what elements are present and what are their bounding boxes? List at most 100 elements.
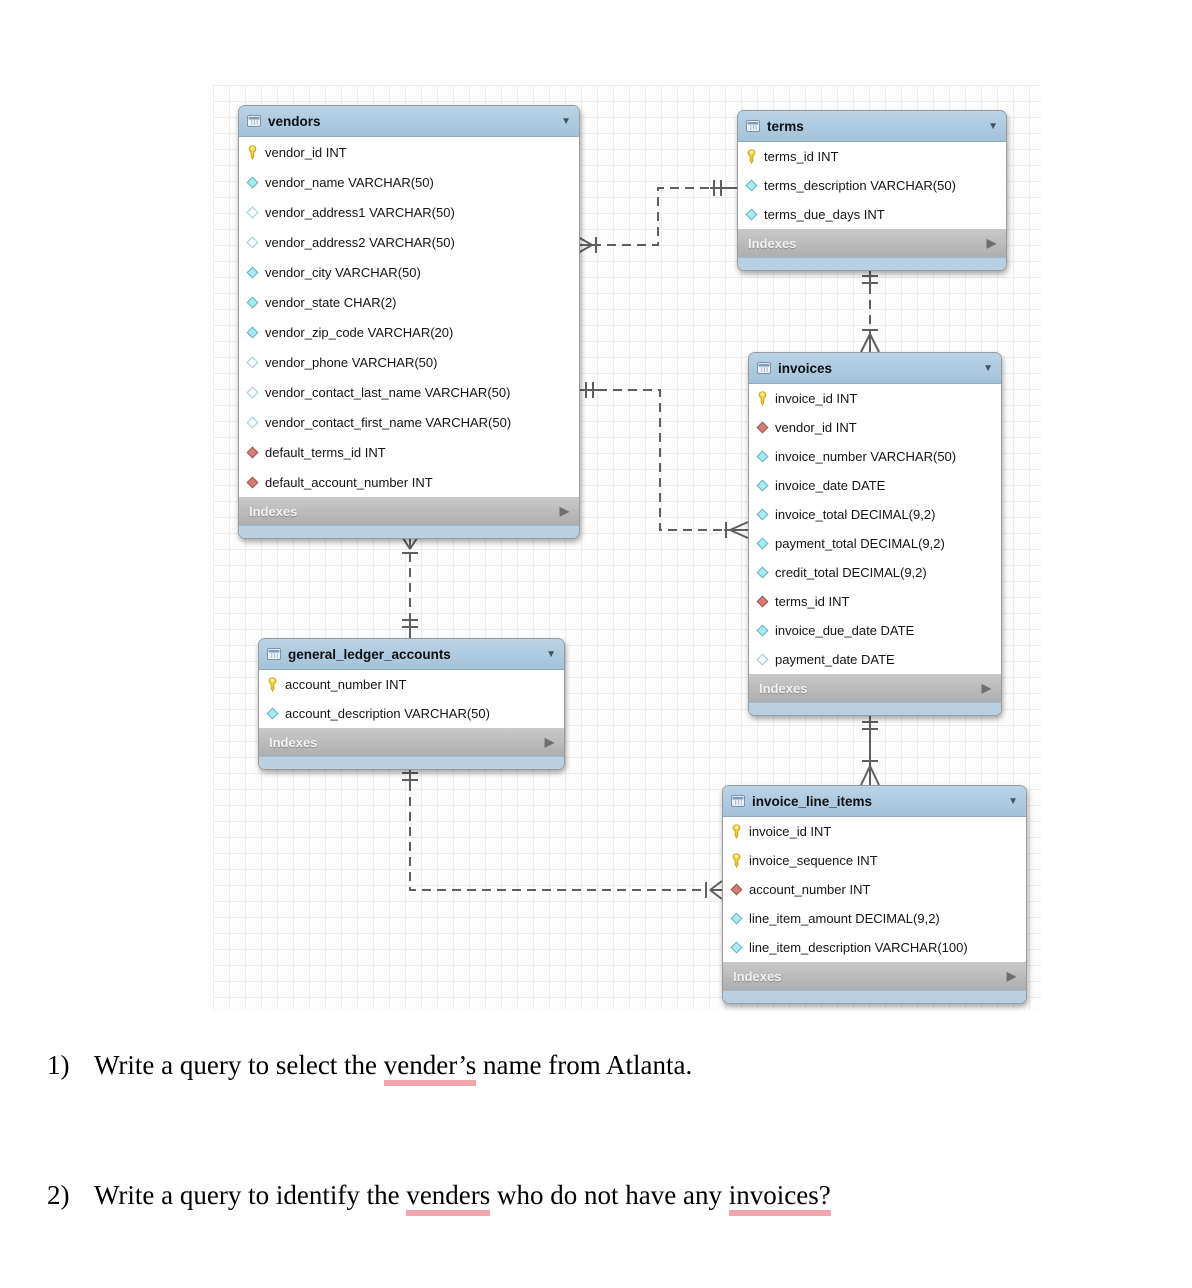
table-header[interactable]: invoices ▼ <box>749 353 1001 384</box>
column-row[interactable]: vendor_phone VARCHAR(50) <box>239 347 579 377</box>
column-row[interactable]: default_terms_id INT <box>239 437 579 467</box>
column-label: invoice_date DATE <box>775 478 886 493</box>
underlined-word: vender’s <box>383 1050 477 1086</box>
table-title: vendors <box>268 113 321 129</box>
column-row[interactable]: invoice_id INT <box>749 384 1001 413</box>
foreign-key-icon <box>755 595 769 608</box>
expand-arrow-icon[interactable]: ▶ <box>544 735 554 749</box>
column-row[interactable]: terms_due_days INT <box>738 200 1006 229</box>
one-bars-icon <box>402 616 418 638</box>
column-row[interactable]: invoice_id INT <box>723 817 1026 846</box>
column-label: vendor_city VARCHAR(50) <box>265 264 421 280</box>
indexes-row[interactable]: Indexes ▶ <box>239 497 579 525</box>
table-terms[interactable]: terms ▼ terms_id INT terms_description VA… <box>737 110 1007 271</box>
column-row[interactable]: vendor_address1 VARCHAR(50) <box>239 197 579 227</box>
foreign-key-icon <box>245 445 259 459</box>
column-label: account_number INT <box>285 677 407 692</box>
relationship-general-ledger-accounts-invoice-line-items[interactable] <box>402 766 723 900</box>
table-general-ledger-accounts[interactable]: general_ledger_accounts ▼ account_number… <box>258 638 565 770</box>
table-invoice-line-items[interactable]: invoice_line_items ▼ invoice_id INT invoi… <box>722 785 1027 1004</box>
indexes-row[interactable]: Indexes ▶ <box>259 728 564 756</box>
chevron-down-icon[interactable]: ▼ <box>561 115 571 127</box>
column-label: line_item_amount DECIMAL(9,2) <box>749 911 940 926</box>
crow-foot-many-icon <box>577 236 597 254</box>
indexes-row[interactable]: Indexes ▶ <box>749 674 1001 702</box>
chevron-down-icon[interactable]: ▼ <box>1008 795 1018 807</box>
column-row[interactable]: invoice_total DECIMAL(9,2) <box>749 500 1001 529</box>
column-label: account_number INT <box>749 882 871 897</box>
indexes-row[interactable]: Indexes ▶ <box>723 962 1026 990</box>
column-row[interactable]: vendor_name VARCHAR(50) <box>239 167 579 197</box>
column-icon <box>729 941 743 954</box>
column-row[interactable]: account_number INT <box>723 875 1026 904</box>
chevron-down-icon[interactable]: ▼ <box>983 362 993 374</box>
foreign-key-icon <box>729 883 743 896</box>
column-label: terms_id INT <box>775 594 850 609</box>
relationship-line[interactable] <box>409 782 704 891</box>
column-row[interactable]: payment_date DATE <box>749 645 1001 674</box>
expand-arrow-icon[interactable]: ▶ <box>1006 969 1016 983</box>
column-row[interactable]: credit_total DECIMAL(9,2) <box>749 558 1001 587</box>
column-label: invoice_sequence INT <box>749 853 878 868</box>
column-row[interactable]: account_number INT <box>259 670 564 699</box>
column-row[interactable]: vendor_id INT <box>239 137 579 167</box>
column-label: invoice_id INT <box>775 391 858 406</box>
column-icon <box>755 537 769 550</box>
primary-key-icon <box>755 391 769 406</box>
column-row[interactable]: default_account_number INT <box>239 467 579 497</box>
relationship-vendors-invoices[interactable] <box>578 382 749 539</box>
table-header[interactable]: invoice_line_items ▼ <box>723 786 1026 817</box>
chevron-down-icon[interactable]: ▼ <box>546 648 556 660</box>
crow-foot-many-icon <box>400 534 420 554</box>
column-icon <box>744 179 758 192</box>
relationship-vendors-general-ledger-accounts[interactable] <box>400 534 420 638</box>
column-row[interactable]: vendor_contact_last_name VARCHAR(50) <box>239 377 579 407</box>
table-invoices[interactable]: invoices ▼ invoice_id INT vendor_id INT in… <box>748 352 1002 716</box>
table-icon <box>757 361 771 375</box>
column-row[interactable]: vendor_city VARCHAR(50) <box>239 257 579 287</box>
column-label: vendor_id INT <box>775 420 857 435</box>
chevron-down-icon[interactable]: ▼ <box>988 120 998 132</box>
column-nullable-icon <box>755 653 769 666</box>
column-label: vendor_state CHAR(2) <box>265 294 397 310</box>
table-header[interactable]: general_ledger_accounts ▼ <box>259 639 564 670</box>
column-label: invoice_id INT <box>749 824 832 839</box>
column-row[interactable]: invoice_due_date DATE <box>749 616 1001 645</box>
column-row[interactable]: vendor_address2 VARCHAR(50) <box>239 227 579 257</box>
column-label: terms_id INT <box>764 149 839 164</box>
question-body: Write a query to identify the venders wh… <box>94 1180 831 1216</box>
relationship-invoices-invoice-line-items[interactable] <box>860 712 880 786</box>
relationship-line[interactable] <box>592 187 710 246</box>
column-label: payment_total DECIMAL(9,2) <box>775 536 945 551</box>
table-header[interactable]: terms ▼ <box>738 111 1006 142</box>
expand-arrow-icon[interactable]: ▶ <box>986 236 996 250</box>
column-row[interactable]: vendor_zip_code VARCHAR(20) <box>239 317 579 347</box>
column-row[interactable]: invoice_sequence INT <box>723 846 1026 875</box>
column-label: line_item_description VARCHAR(100) <box>749 940 968 955</box>
expand-arrow-icon[interactable]: ▶ <box>559 504 569 518</box>
indexes-row[interactable]: Indexes ▶ <box>738 229 1006 257</box>
column-row[interactable]: line_item_amount DECIMAL(9,2) <box>723 904 1026 933</box>
column-row[interactable]: vendor_contact_first_name VARCHAR(50) <box>239 407 579 437</box>
relationship-line[interactable] <box>598 389 724 531</box>
column-row[interactable]: invoice_number VARCHAR(50) <box>749 442 1001 471</box>
column-row[interactable]: terms_description VARCHAR(50) <box>738 171 1006 200</box>
column-label: vendor_contact_first_name VARCHAR(50) <box>265 414 512 430</box>
relationship-terms-invoices[interactable] <box>860 267 880 353</box>
column-icon <box>755 479 769 492</box>
table-header[interactable]: vendors ▼ <box>239 106 579 137</box>
column-row[interactable]: terms_id INT <box>738 142 1006 171</box>
column-label: vendor_zip_code VARCHAR(20) <box>265 324 454 340</box>
column-row[interactable]: invoice_date DATE <box>749 471 1001 500</box>
column-row[interactable]: payment_total DECIMAL(9,2) <box>749 529 1001 558</box>
column-row[interactable]: line_item_description VARCHAR(100) <box>723 933 1026 962</box>
column-row[interactable]: account_description VARCHAR(50) <box>259 699 564 728</box>
expand-arrow-icon[interactable]: ▶ <box>981 681 991 695</box>
column-row[interactable]: terms_id INT <box>749 587 1001 616</box>
relationship-vendors-terms[interactable] <box>577 180 737 254</box>
column-row[interactable]: vendor_id INT <box>749 413 1001 442</box>
column-row[interactable]: vendor_state CHAR(2) <box>239 287 579 317</box>
crow-foot-many-icon <box>705 880 723 900</box>
